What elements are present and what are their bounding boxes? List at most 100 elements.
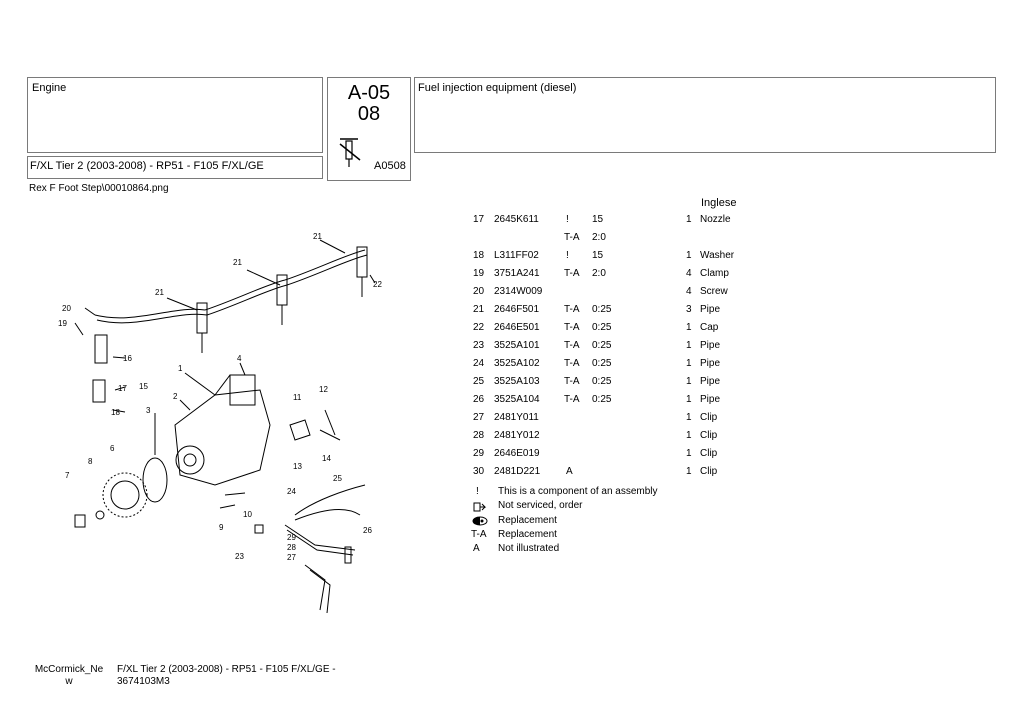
item-qty: 1 [686,394,692,405]
item-number: 22 [473,322,485,333]
item-note: 15 [592,214,604,225]
item-qty: 1 [686,322,692,333]
svg-text:21: 21 [155,288,164,297]
svg-text:22: 22 [373,280,382,289]
item-desc: Nozzle [700,214,731,225]
part-number: 3525A102 [494,358,540,369]
model-line-box: F/XL Tier 2 (2003-2008) - RP51 - F105 F/… [27,156,323,179]
item-note: 15 [592,250,604,261]
item-qty: 4 [686,268,692,279]
item-desc: Washer [700,250,735,261]
legend-text: Not illustrated [498,543,560,554]
svg-text:7: 7 [65,471,70,480]
section-title: Engine [32,82,67,94]
item-number: 24 [473,358,485,369]
item-number: 30 [473,466,485,477]
item-note: 0:25 [592,322,612,333]
item-flag: T-A [564,340,580,351]
svg-text:17: 17 [118,384,127,393]
section-title-box: Engine [27,77,323,153]
item-desc: Clamp [700,268,729,279]
item-desc: Clip [700,430,718,441]
svg-text:12: 12 [319,385,328,394]
part-number: 2645K611 [494,214,539,225]
item-flag: T-A [564,268,580,279]
item-note: 0:25 [592,394,612,405]
part-number: 2646F501 [494,304,540,315]
exploded-diagram: 21 21 21 22 20 19 16 4 1 17 15 2 18 3 12… [58,232,382,614]
item-number: 19 [473,268,485,279]
item-qty: 1 [686,430,692,441]
part-number: 3525A104 [494,394,540,405]
language-label: Inglese [701,197,737,209]
item-flag: T-A [564,394,580,405]
svg-text:11: 11 [293,393,302,402]
item-number: 18 [473,250,485,261]
code-line2: 08 [357,103,381,125]
svg-text:3: 3 [146,406,151,415]
svg-text:28: 28 [287,543,296,552]
item-note: 2:0 [592,232,606,243]
item-flag: ! [566,214,569,225]
image-caption: Rex F Foot Step\00010864.png [29,183,169,194]
part-number: 2481D221 [494,466,541,477]
svg-text:24: 24 [287,487,296,496]
item-desc: Pipe [700,394,721,405]
svg-text:18: 18 [111,408,120,417]
legend-symbol: A [473,543,480,554]
item-desc: Pipe [700,340,721,351]
item-flag: ! [566,250,569,261]
item-desc: Screw [700,286,728,297]
item-flag: T-A [564,376,580,387]
item-desc: Clip [700,466,718,477]
part-number: 2481Y012 [494,430,540,441]
code-line1: A-05 [347,82,391,104]
legend-symbol: T-A [471,529,487,540]
model-line: F/XL Tier 2 (2003-2008) - RP51 - F105 F/… [30,160,264,172]
footer-brand-line1: McCormick_Ne [34,664,104,675]
item-number: 25 [473,376,485,387]
svg-text:1: 1 [178,364,183,373]
description-box: Fuel injection equipment (diesel) [414,77,996,153]
legend-text: Replacement [498,529,557,540]
part-number: 2646E501 [494,322,540,333]
description: Fuel injection equipment (diesel) [418,82,577,94]
part-number: 2481Y011 [494,412,539,423]
item-qty: 1 [686,448,692,459]
item-desc: Pipe [700,304,721,315]
footer-brand: McCormick_Ne w [30,664,108,688]
item-number: 29 [473,448,485,459]
svg-text:27: 27 [287,553,296,562]
item-number: 20 [473,286,485,297]
item-qty: 1 [686,412,692,423]
item-flag: T-A [564,358,580,369]
item-flag: T-A [564,232,580,243]
svg-text:26: 26 [363,526,372,535]
item-qty: 3 [686,304,692,315]
svg-text:21: 21 [313,232,322,241]
item-qty: 1 [686,340,692,351]
item-desc: Clip [700,412,718,423]
svg-text:13: 13 [293,462,302,471]
half-circle-icon [472,516,488,529]
item-number: 26 [473,394,485,405]
parts-list: 17 2645K611 ! 15 1 Nozzle T-A 2:0 18 L31… [470,214,770,484]
svg-text:15: 15 [139,382,148,391]
item-number: 27 [473,412,485,423]
item-note: 0:25 [592,340,612,351]
svg-text:21: 21 [233,258,242,267]
part-number: 2646E019 [494,448,540,459]
svg-text:29: 29 [287,533,296,542]
code-box: A-05 08 A0508 [327,77,411,181]
svg-text:19: 19 [58,319,67,328]
item-qty: 1 [686,214,692,225]
exclamation-icon: ! [476,486,479,497]
item-desc: Clip [700,448,718,459]
item-qty: 1 [686,376,692,387]
item-flag: A [566,466,573,477]
item-number: 21 [473,304,485,315]
footer-model-line1: F/XL Tier 2 (2003-2008) - RP51 - F105 F/… [117,664,336,675]
svg-text:25: 25 [333,474,342,483]
part-number: L311FF02 [494,250,539,261]
item-note: 2:0 [592,268,606,279]
